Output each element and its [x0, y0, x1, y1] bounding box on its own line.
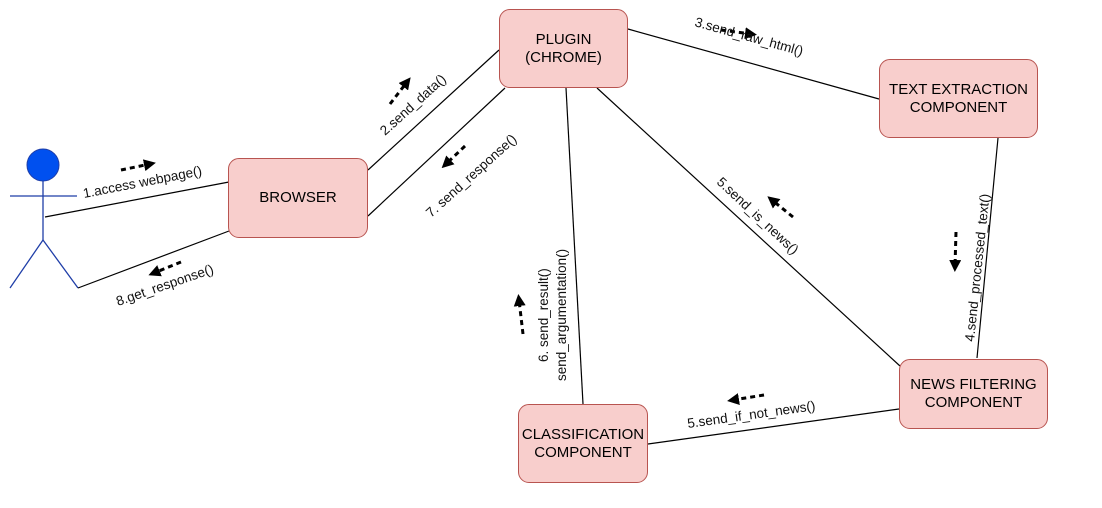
- connector-actor-browser-top: [44, 181, 230, 218]
- news-filtering-node[interactable]: NEWS FILTERING COMPONENT: [899, 359, 1048, 429]
- connector-text-extraction-news-filtering: [976, 137, 999, 359]
- message-label-send-response: 7. send_response(): [423, 131, 519, 220]
- plugin-chrome-node[interactable]: PLUGIN (CHROME): [499, 9, 628, 88]
- browser-node[interactable]: BROWSER: [228, 158, 368, 238]
- direction-arrow-icon: [388, 77, 411, 105]
- connector-plugin-text-extraction: [627, 28, 880, 100]
- connector-browser-plugin-top: [367, 49, 500, 171]
- direction-arrow-icon: [441, 144, 467, 169]
- classification-node[interactable]: CLASSIFICATION COMPONENT: [518, 404, 648, 483]
- connector-actor-browser-bottom: [77, 230, 230, 289]
- direction-arrow-icon: [148, 260, 182, 277]
- direction-arrow-icon: [120, 159, 156, 172]
- direction-arrow-icon: [513, 294, 526, 335]
- connector-browser-plugin-bottom: [367, 87, 506, 217]
- direction-arrow-icon: [949, 231, 962, 272]
- text-extraction-node[interactable]: TEXT EXTRACTION COMPONENT: [879, 59, 1038, 138]
- message-label-send-argumentation: send_argumentation(): [554, 249, 569, 381]
- message-label-send-result: 6. send_result(): [536, 268, 551, 362]
- message-label-send-is-news: 5.send_is_news(): [714, 174, 802, 257]
- direction-arrow-icon: [727, 393, 765, 405]
- user-actor-icon: [9, 148, 79, 289]
- direction-arrow-icon: [767, 196, 794, 219]
- message-label-access-webpage: 1.access webpage(): [82, 163, 203, 201]
- connector-plugin-news-filtering: [596, 87, 901, 367]
- connector-plugin-classification: [565, 87, 584, 405]
- message-label-send-processed-text: 4.send_processed_text(): [962, 193, 992, 342]
- message-label-send-if-not-news: 5.send_if_not_news(): [686, 398, 816, 431]
- connector-news-filtering-classification: [647, 408, 900, 445]
